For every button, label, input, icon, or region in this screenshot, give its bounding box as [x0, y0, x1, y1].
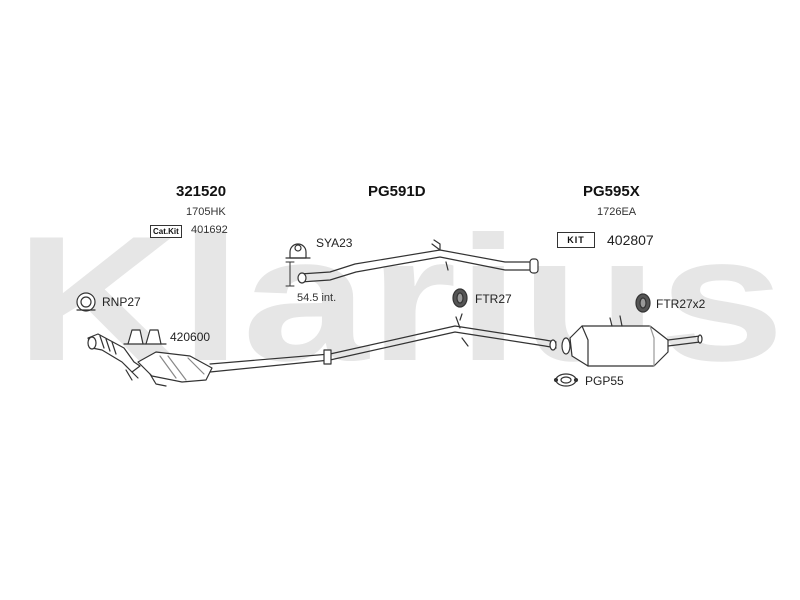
catalytic-converter [137, 351, 213, 387]
fitting-label-pgp55: PGP55 [585, 374, 624, 388]
gasket-icon [553, 373, 579, 387]
rubber-mount-icon [452, 288, 468, 308]
part-number-cat: 321520 [176, 183, 227, 200]
kit-tag: KIT [557, 232, 595, 248]
ring-gasket-icon [76, 292, 96, 312]
fitting-label-420600: 420600 [170, 330, 211, 344]
kit-number-cat: 401692 [191, 224, 228, 236]
centre-pipe [297, 239, 539, 284]
rubber-mount-icon [635, 293, 651, 313]
fitting-label-sya23: SYA23 [316, 236, 353, 250]
part-number-centre: PG591D [368, 183, 426, 200]
mid-pipe [209, 313, 557, 373]
dimension-marker [285, 261, 295, 287]
code-rear: 1726EA [597, 206, 637, 218]
kit-number-rear: 402807 [607, 232, 654, 248]
code-cat: 1705HK [186, 206, 226, 218]
downpipe [87, 333, 141, 381]
bolt-bracket-icon [123, 329, 167, 345]
rear-silencer [561, 315, 703, 367]
fitting-label-ftr27x2: FTR27x2 [656, 297, 706, 311]
part-number-rear: PG595X [583, 183, 640, 200]
fitting-label-rnp27: RNP27 [102, 295, 141, 309]
cat-kit-tag: Cat.Kit [150, 225, 182, 238]
dimension-note: 54.5 int. [297, 292, 337, 304]
fitting-label-ftr27: FTR27 [475, 292, 512, 306]
clamp-icon [285, 243, 311, 259]
